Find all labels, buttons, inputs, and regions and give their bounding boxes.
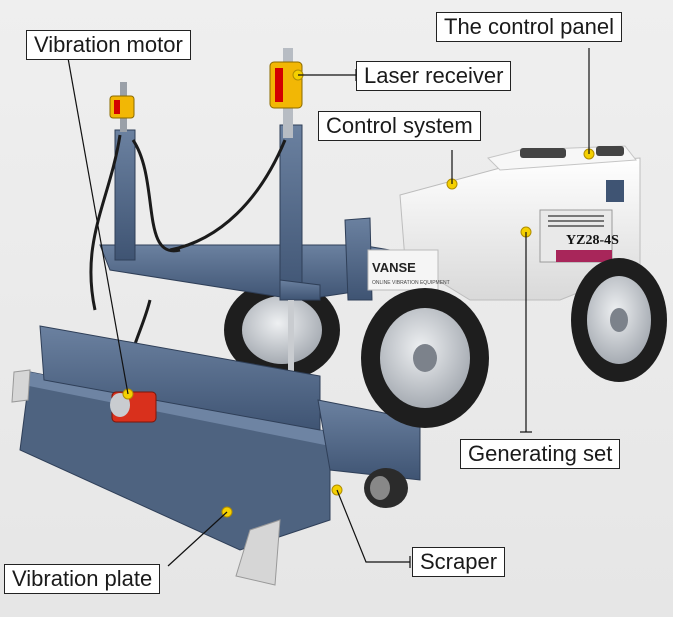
vanse-badge: VANSE ONLINE VIBRATION EQUIPMENT (367, 249, 450, 291)
laser-mast-left (109, 82, 135, 132)
front-left-wheel (361, 288, 489, 428)
main-frame (99, 124, 421, 301)
label-generating-set: Generating set (460, 439, 621, 469)
control-panel-unit (520, 146, 624, 202)
label-vibration-motor: Vibration motor (26, 30, 191, 60)
vibration-motor-unit (110, 391, 157, 423)
brand-text: VANSE (372, 260, 416, 275)
label-control-system: Control system (318, 111, 481, 141)
front-right-wheel (571, 258, 667, 382)
label-vibration-plate: Vibration plate (4, 564, 161, 594)
vibration-plate (11, 325, 421, 586)
leader-lines (67, 48, 590, 568)
label-laser-receiver: Laser receiver (356, 61, 512, 91)
model-plate-text: YZ28-4S (566, 233, 619, 248)
generating-set-body (399, 145, 641, 301)
label-control-panel: The control panel (436, 12, 622, 42)
label-scraper: Scraper (412, 547, 506, 577)
scraper-roller (364, 468, 408, 508)
brand-tagline: ONLINE VIBRATION EQUIPMENT (372, 280, 450, 286)
rear-left-wheel (224, 280, 340, 380)
